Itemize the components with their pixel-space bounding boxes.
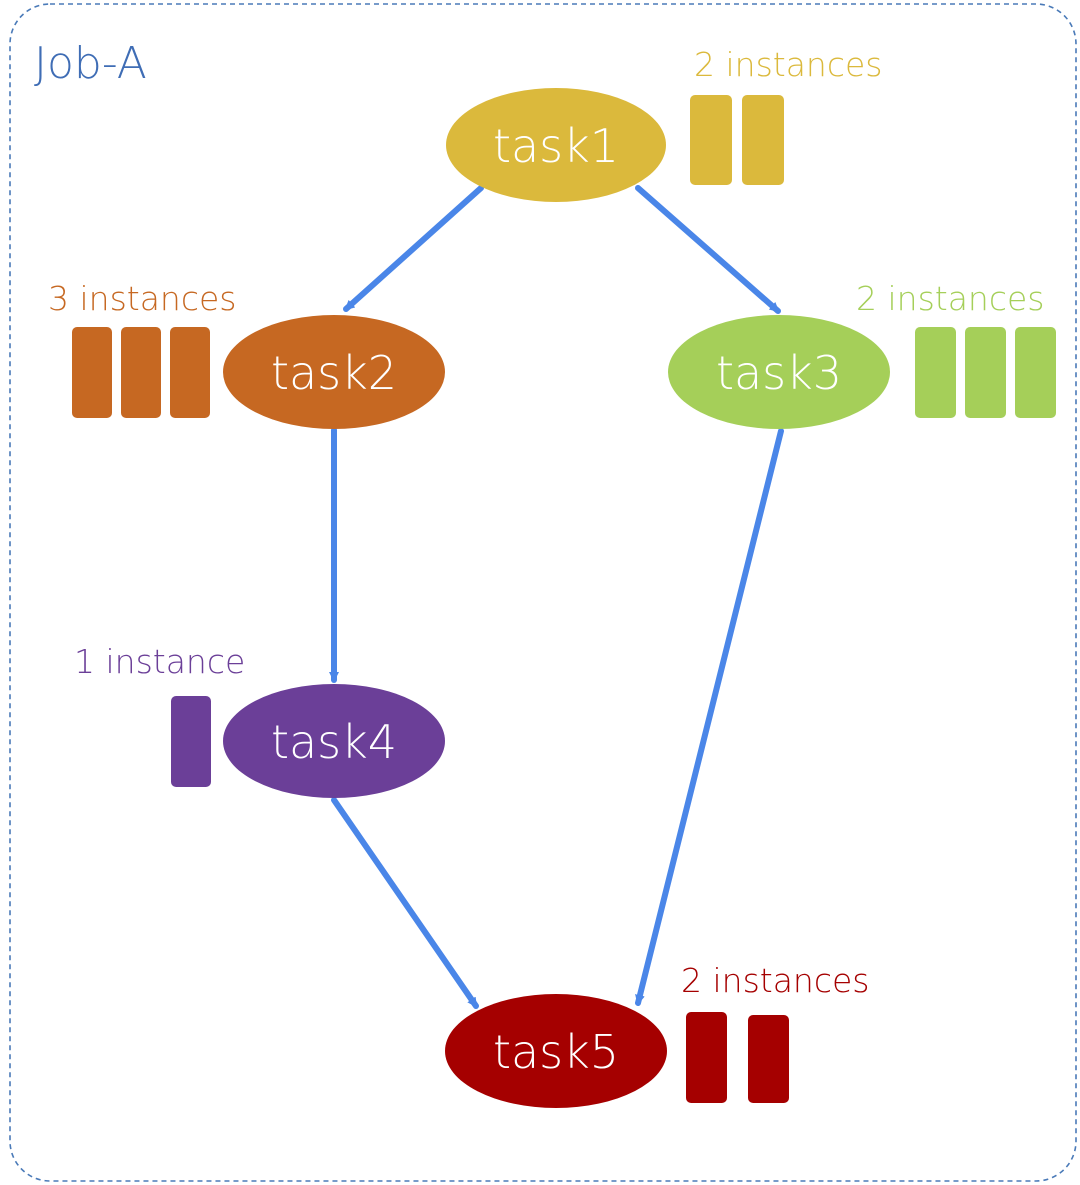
- task3-instance-block: [1015, 327, 1056, 418]
- edges-layer: [329, 185, 784, 1009]
- task3-instance-block: [915, 327, 956, 418]
- task5-instances-label: 2 instances: [681, 961, 869, 1000]
- task5-ellipse: [445, 994, 667, 1108]
- task-node-task2[interactable]: task2: [223, 315, 445, 429]
- task2-ellipse: [223, 315, 445, 429]
- task-node-task1[interactable]: task1: [446, 88, 666, 202]
- task2-label: task2: [271, 346, 397, 400]
- task4-instances-label: 1 instance: [74, 642, 245, 681]
- task-node-task5[interactable]: task5: [445, 994, 667, 1108]
- edge-task1-task3: [635, 185, 781, 314]
- task-node-task4[interactable]: task4: [223, 684, 445, 798]
- task2-instances-label: 3 instances: [48, 279, 236, 318]
- task4-ellipse: [223, 684, 445, 798]
- task-node-task3[interactable]: task3: [668, 315, 890, 429]
- task3-instances-label: 2 instances: [856, 279, 1044, 318]
- task2-instance-block: [170, 327, 210, 418]
- task5-instances: [686, 1012, 789, 1103]
- task2-instance-block: [72, 327, 112, 418]
- task3-instance-block: [965, 327, 1006, 418]
- task5-instance-block: [748, 1015, 789, 1103]
- job-title: Job-A: [34, 38, 147, 89]
- task3-instances: [915, 327, 1056, 418]
- job-container: [9, 3, 1077, 1182]
- task4-label: task4: [271, 715, 397, 769]
- edge-task3-task5: [635, 428, 784, 1006]
- task2-instances: [72, 327, 210, 418]
- task1-instance-block: [742, 95, 784, 185]
- task1-instances-label: 2 instances: [694, 45, 882, 84]
- task1-instance-block: [690, 95, 732, 185]
- task2-instance-block: [121, 327, 161, 418]
- task5-label: task5: [493, 1025, 619, 1079]
- edge-task4-task5: [331, 797, 479, 1009]
- task1-instances: [690, 95, 784, 185]
- task3-label: task3: [716, 346, 842, 400]
- task1-label: task1: [493, 119, 619, 173]
- task3-ellipse: [668, 315, 890, 429]
- edge-task1-task2: [343, 185, 484, 312]
- task5-instance-block: [686, 1012, 727, 1103]
- task4-instances: [171, 696, 211, 787]
- task4-instance-block: [171, 696, 211, 787]
- task1-ellipse: [446, 88, 666, 202]
